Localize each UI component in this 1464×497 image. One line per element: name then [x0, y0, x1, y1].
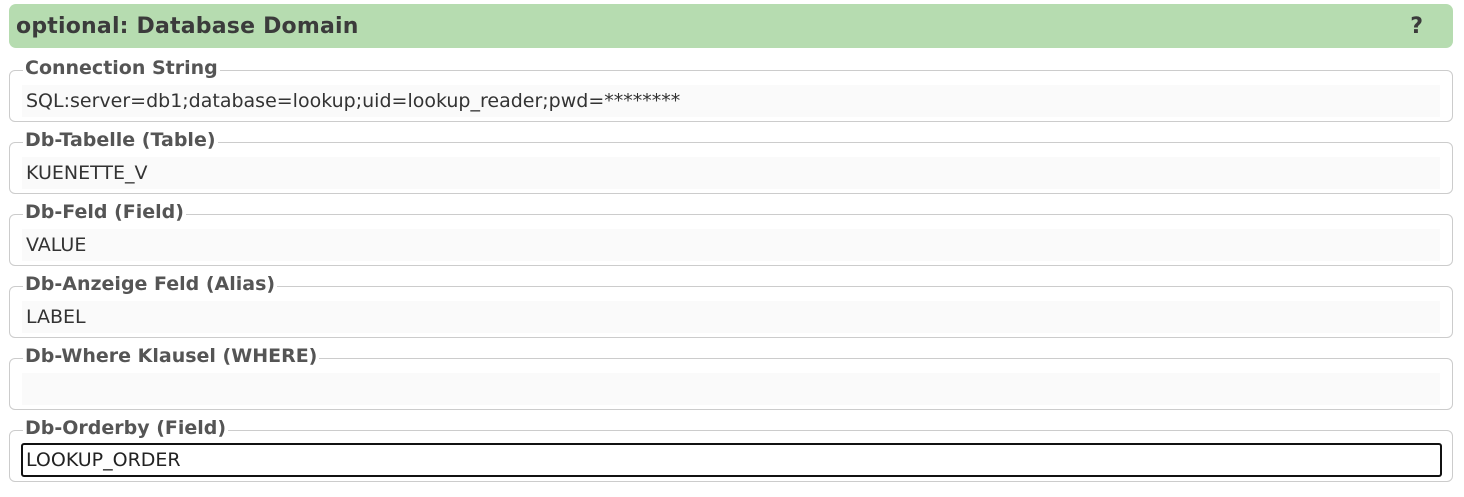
db-field-fieldset: Db-Feld (Field)	[9, 200, 1453, 266]
db-field-input[interactable]	[22, 229, 1440, 261]
db-alias-label: Db-Anzeige Feld (Alias)	[23, 272, 278, 296]
db-alias-fieldset: Db-Anzeige Feld (Alias)	[9, 272, 1453, 338]
help-icon[interactable]: ?	[1410, 13, 1423, 39]
connection-string-input[interactable]	[22, 85, 1440, 117]
connection-string-fieldset: Connection String	[9, 56, 1453, 122]
db-orderby-fieldset: Db-Orderby (Field)	[9, 416, 1453, 482]
db-table-label: Db-Tabelle (Table)	[23, 128, 218, 152]
db-table-fieldset: Db-Tabelle (Table)	[9, 128, 1453, 194]
db-alias-input[interactable]	[22, 301, 1440, 333]
db-table-input[interactable]	[22, 157, 1440, 189]
db-field-label: Db-Feld (Field)	[23, 200, 186, 224]
connection-string-label: Connection String	[23, 56, 220, 80]
db-where-input[interactable]	[22, 373, 1440, 405]
section-title: optional: Database Domain	[16, 13, 359, 39]
section-header-database-domain[interactable]: optional: Database Domain ?	[9, 4, 1453, 48]
db-orderby-input[interactable]	[21, 443, 1442, 477]
db-where-label: Db-Where Klausel (WHERE)	[23, 344, 320, 368]
db-orderby-label: Db-Orderby (Field)	[23, 416, 229, 440]
db-where-fieldset: Db-Where Klausel (WHERE)	[9, 344, 1453, 410]
